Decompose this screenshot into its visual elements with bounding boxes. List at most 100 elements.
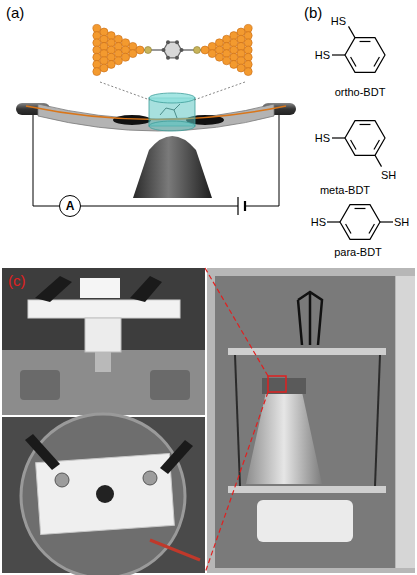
gold-atom [107, 39, 115, 47]
double-bond [351, 140, 356, 149]
zoom-line [100, 82, 150, 100]
screw-block [150, 370, 190, 400]
gold-atom [100, 64, 108, 72]
meter-letter: A [66, 199, 75, 213]
carbon-atom [162, 48, 166, 52]
gold-atom [223, 50, 231, 58]
gold-atom [122, 39, 130, 47]
benzene-ring [340, 205, 380, 240]
gold-atom [201, 46, 209, 54]
thiol-group: HS [311, 216, 326, 229]
alligator-clip [130, 276, 162, 302]
thiol-group: HS [331, 15, 346, 28]
gold-atom [100, 35, 108, 43]
zoom-line [194, 82, 245, 100]
gold-atom [129, 50, 137, 58]
gold-atom [244, 68, 252, 76]
gold-atom [93, 24, 101, 32]
liquid-cell-bottom [149, 121, 195, 131]
circuit-wire [81, 115, 279, 206]
gold-atom [237, 57, 245, 65]
double-bond [355, 208, 366, 209]
gold-electrode-tip [201, 24, 252, 75]
carbon-atom [175, 56, 179, 60]
thiol-group: HS [315, 132, 330, 145]
gold-atom [244, 53, 252, 61]
benzene-ring [345, 121, 385, 156]
panel-b-structures [327, 26, 393, 239]
gold-atom [93, 53, 101, 61]
gold-atom [230, 39, 238, 47]
suspension-spring [235, 355, 240, 486]
thiol-group: SH [381, 169, 396, 182]
gold-atom [114, 42, 122, 50]
gold-atom [244, 39, 252, 47]
pushrod-dome [133, 136, 212, 198]
gold-electrode-tip [93, 24, 144, 75]
panel-label: (b) [304, 4, 322, 21]
gold-atom [237, 64, 245, 72]
battery-symbol [244, 201, 246, 211]
thiol-group: SH [394, 216, 409, 229]
carbon-atom [180, 48, 184, 52]
gold-atom [230, 60, 238, 68]
clamp-tripod [298, 292, 322, 345]
gold-atom [129, 42, 137, 50]
thiol-bond [349, 26, 356, 37]
double-bond [374, 57, 379, 66]
gold-atom [100, 57, 108, 65]
alligator-clip [35, 276, 72, 302]
gold-atom [93, 60, 101, 68]
gold-atom [230, 32, 238, 40]
gold-atom [215, 53, 223, 61]
gold-atom [244, 32, 252, 40]
gold-atom [107, 46, 115, 54]
gold-atom [122, 46, 130, 54]
screw-block [20, 370, 60, 400]
gold-atom [237, 35, 245, 43]
round-metal-plate [21, 414, 185, 575]
gold-atom [237, 50, 245, 58]
gold-atom [230, 53, 238, 61]
metal-cone [246, 392, 322, 484]
thiol-bond [332, 54, 345, 55]
double-bond [346, 224, 351, 233]
white-cylinder [85, 318, 121, 352]
battery-symbol [237, 197, 238, 215]
carbon-atom [166, 56, 170, 60]
cabinet-door [396, 276, 415, 568]
gold-atom [244, 24, 252, 32]
cabinet-interior [215, 276, 395, 568]
gold-atom [215, 39, 223, 47]
liquid-cell-top [149, 93, 195, 103]
gold-atom [100, 42, 108, 50]
gold-atom [114, 57, 122, 65]
molecule-name: meta-BDT [320, 184, 370, 197]
double-bond [360, 124, 371, 125]
panel-a-illustration [16, 24, 296, 215]
double-bond [374, 140, 379, 149]
white-block [80, 278, 120, 298]
shelf [228, 348, 386, 355]
gold-atom [93, 68, 101, 76]
panel-c-photos [2, 268, 415, 575]
gold-atom [223, 57, 231, 65]
gold-atom [208, 42, 216, 50]
thiol-bond [375, 155, 382, 166]
gold-atom [244, 60, 252, 68]
benzene-ring [345, 38, 385, 73]
gold-atom [114, 50, 122, 58]
gold-atom [244, 46, 252, 54]
photo-background [2, 268, 205, 415]
gold-atom [215, 46, 223, 54]
circuit-wire [33, 115, 59, 206]
gold-atom [223, 35, 231, 43]
highlight-box [268, 376, 286, 392]
benzene-ring [164, 42, 182, 58]
motor-housing [257, 500, 353, 542]
thiol-bond [332, 137, 345, 138]
double-bond [360, 41, 371, 42]
gold-atom [136, 46, 144, 54]
gold-atom [230, 46, 238, 54]
screw [55, 473, 69, 487]
